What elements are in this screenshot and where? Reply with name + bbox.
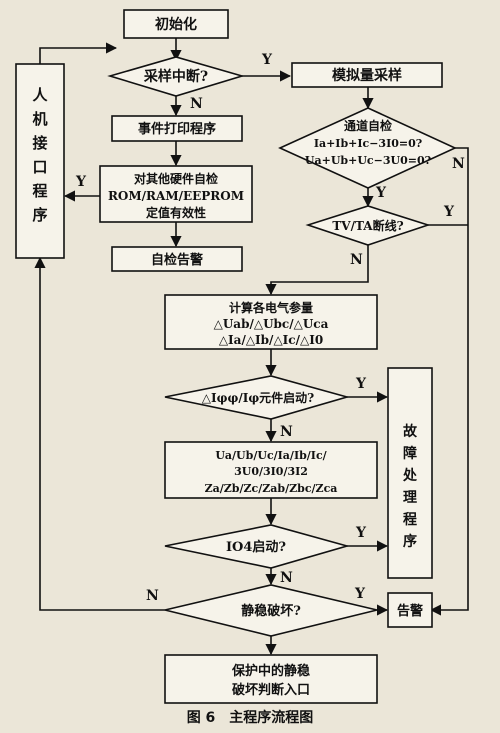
label-channel-yes: Y	[375, 185, 387, 201]
fault-char-3: 处	[402, 467, 418, 484]
sample-interrupt-text: 采样中断?	[143, 68, 208, 85]
tvta-break-text: TV/TA断线?	[332, 218, 403, 233]
label-io4-no: N	[280, 570, 293, 586]
component-start-text: △Iφφ/Iφ元件启动?	[202, 390, 314, 405]
analog-sample-box	[291, 62, 443, 88]
event-print-text: 事件打印程序	[138, 121, 216, 137]
hw-selfcheck-line-2: ROM/RAM/EEPROM	[108, 189, 244, 203]
selfcheck-alarm-box	[111, 246, 243, 272]
quantities-line-2: 3U0/3I0/3I2	[234, 465, 308, 478]
hmi-char-4: 口	[32, 158, 47, 176]
arrow-damage-no	[34, 256, 165, 611]
arrow-hmi-return	[39, 42, 118, 64]
selfcheck-alarm-text: 自检告警	[151, 252, 203, 268]
component-start-diamond	[164, 375, 350, 420]
alarm-box	[387, 592, 433, 628]
label-interrupt-no: N	[190, 96, 203, 112]
quantities-box	[164, 441, 378, 499]
tvta-break-diamond	[305, 205, 431, 246]
hw-selfcheck-box	[99, 165, 253, 223]
connectors	[34, 38, 469, 656]
label-tvta-no: N	[350, 252, 363, 268]
compute-box	[164, 294, 378, 350]
label-hwcheck-yes: Y	[75, 174, 87, 190]
label-damage-yes: Y	[354, 586, 366, 602]
node-texts: 初始化 采样中断? 模拟量采样 事件打印程序 对其他硬件自检 ROM/RAM/E…	[32, 16, 431, 698]
line-channel-no	[455, 147, 469, 603]
fault-char-5: 程	[403, 512, 417, 528]
arrow-tvta-no	[265, 245, 369, 296]
entry-line-1: 保护中的静稳	[231, 663, 310, 679]
label-damage-no: N	[146, 588, 159, 604]
compute-line-2: △Uab/△Ubc/△Uca	[214, 317, 329, 331]
figure-caption: 图 6 主程序流程图	[187, 709, 314, 726]
arrow-to-alarm	[429, 603, 469, 616]
label-tvta-yes: Y	[443, 204, 455, 220]
entry-box	[164, 654, 378, 704]
label-channel-no: N	[452, 156, 465, 172]
hw-selfcheck-line-3: 定值有效性	[146, 205, 206, 220]
entry-line-2: 破坏判断入口	[232, 682, 310, 698]
label-component-yes: Y	[355, 376, 367, 392]
channel-check-diamond	[278, 107, 457, 189]
label-io4-yes: Y	[355, 525, 367, 541]
quantities-line-3: Za/Zb/Zc/Zab/Zbc/Zca	[205, 482, 338, 495]
sample-interrupt-diamond	[107, 56, 245, 97]
channel-check-line-2: Ia+Ib+Ic−3I0=0?	[314, 137, 422, 150]
static-damage-diamond	[164, 584, 378, 637]
fault-char-4: 理	[403, 490, 417, 506]
hmi-char-2: 机	[32, 110, 47, 128]
hw-selfcheck-line-1: 对其他硬件自检	[134, 171, 218, 186]
fault-handler-box	[387, 367, 433, 579]
label-interrupt-yes: Y	[261, 52, 273, 68]
hmi-char-5: 程	[32, 182, 47, 200]
fault-char-1: 故	[403, 423, 418, 440]
hmi-char-3: 接	[32, 134, 47, 152]
fault-char-6: 序	[403, 533, 417, 550]
compute-line-3: △Ia/△Ib/△Ic/△I0	[219, 333, 323, 347]
fault-char-2: 障	[403, 445, 417, 462]
init-box	[123, 9, 229, 39]
analog-sample-text: 模拟量采样	[332, 67, 402, 84]
static-damage-text: 静稳破坏?	[241, 603, 301, 619]
quantities-line-1: Ua/Ub/Uc/Ia/Ib/Ic/	[215, 449, 327, 462]
branch-labels: Y N Y N Y Y N Y N Y N N Y	[75, 52, 465, 604]
event-print-box	[111, 115, 243, 142]
alarm-text: 告警	[397, 603, 423, 619]
hmi-char-1: 人	[32, 86, 48, 104]
io4-start-diamond	[164, 524, 350, 569]
shapes	[15, 9, 457, 704]
io4-start-text: IO4启动?	[226, 539, 286, 555]
label-component-no: N	[280, 424, 293, 440]
hmi-char-6: 序	[32, 206, 47, 224]
hmi-box	[15, 63, 65, 259]
init-text: 初始化	[155, 16, 197, 33]
compute-line-1: 计算各电气参量	[229, 300, 313, 315]
channel-check-line-1: 通道自检	[344, 118, 392, 133]
channel-check-line-3: Ua+Ub+Uc−3U0=0?	[305, 154, 431, 167]
